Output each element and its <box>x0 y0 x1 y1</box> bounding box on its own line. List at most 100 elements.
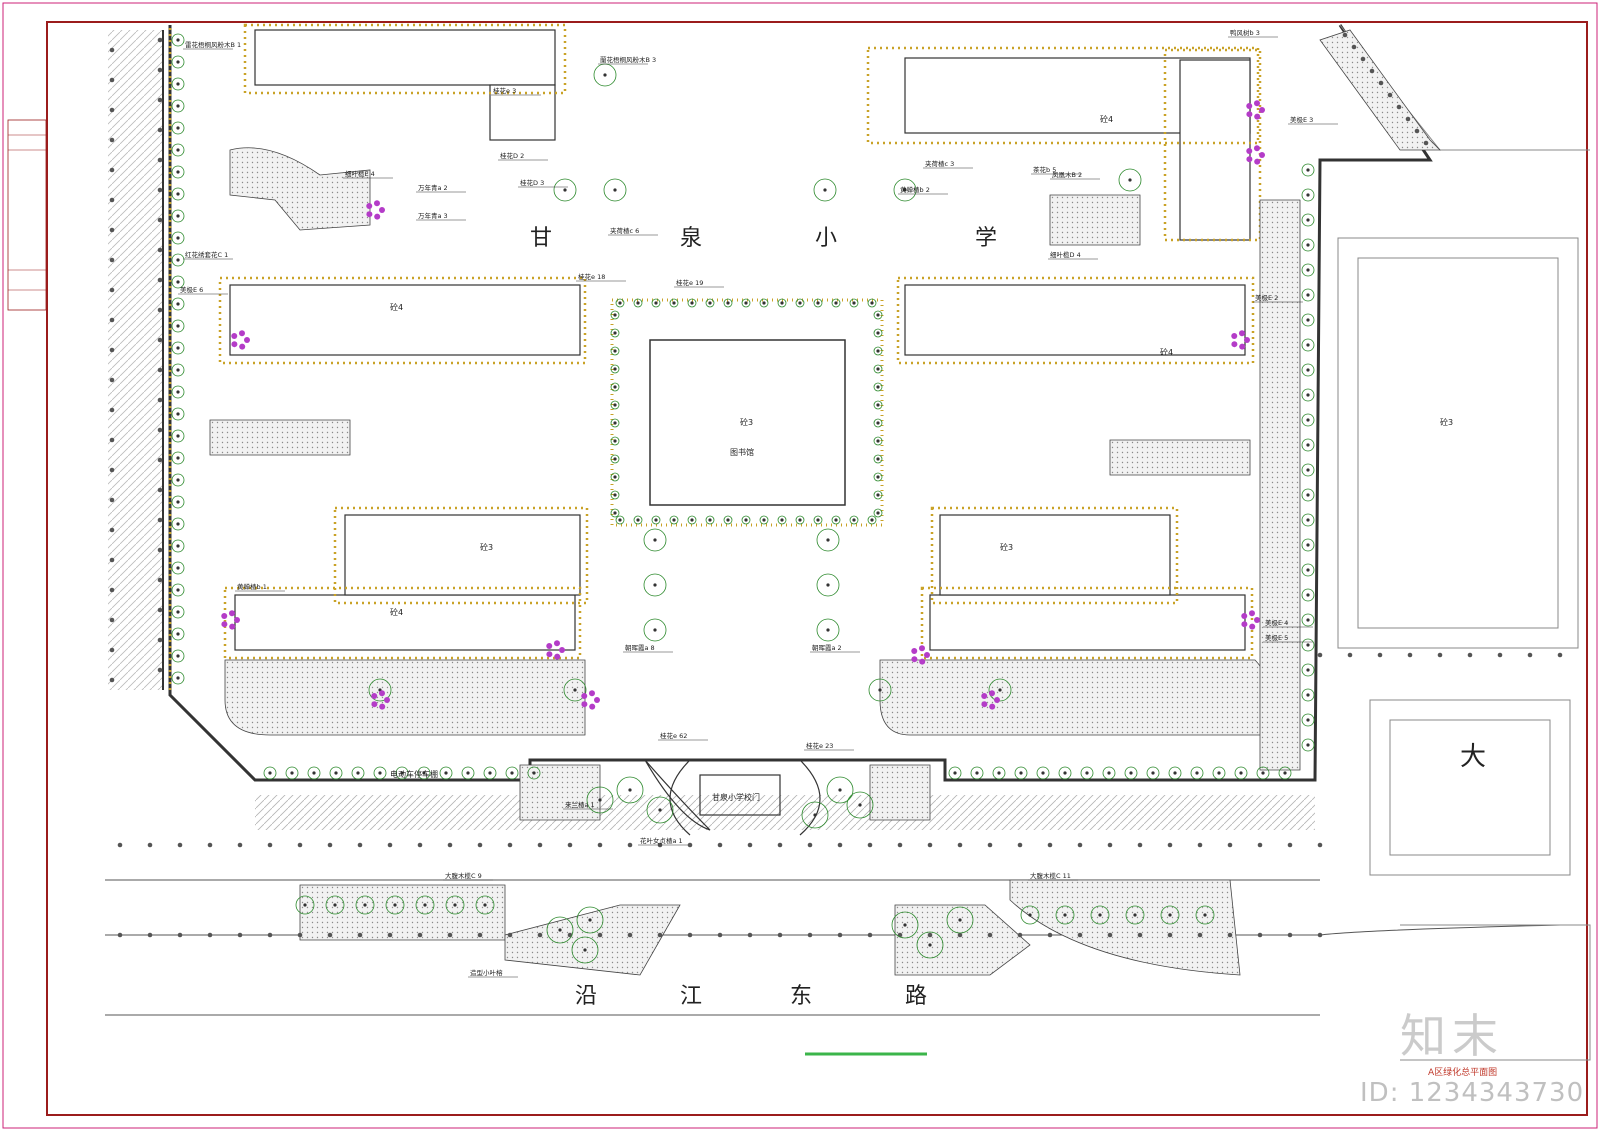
street-tree-dot <box>109 137 115 143</box>
tree-trunk-dot <box>176 38 180 42</box>
street-tree-dot <box>1137 932 1143 938</box>
tree-symbol <box>1278 766 1292 780</box>
flower-symbol <box>374 213 381 220</box>
plant-label: 朝晖霞a 2 <box>812 644 842 652</box>
tree-trunk-dot <box>176 302 180 306</box>
street-tree-dot <box>157 97 163 103</box>
flower-symbol <box>981 692 988 699</box>
street-tree-dot <box>1360 56 1366 62</box>
tree-symbol <box>846 791 874 819</box>
tree-trunk-dot <box>1028 913 1032 917</box>
tree-symbol <box>439 766 453 780</box>
plant-label: 美极E 6 <box>180 285 203 294</box>
flower-symbol <box>378 690 385 697</box>
tree-trunk-dot <box>958 918 962 922</box>
tree-symbol <box>1301 313 1315 327</box>
tree-symbol <box>171 297 185 311</box>
west-parking-strip <box>108 30 163 690</box>
school-char-1: 甘 <box>530 226 552 251</box>
tree-trunk-dot <box>618 518 622 522</box>
title-block-ticks <box>8 134 46 291</box>
tree-symbol <box>171 143 185 157</box>
tree-trunk-dot <box>1129 771 1133 775</box>
tree-symbol <box>1301 413 1315 427</box>
plant-label: 蘭花梧桐风粉木B 3 <box>600 55 656 64</box>
street-tree-dot <box>157 487 163 493</box>
tree-symbol <box>633 515 643 525</box>
tree-symbol <box>1190 766 1204 780</box>
tree-trunk-dot <box>176 610 180 614</box>
tree-symbol <box>669 298 679 308</box>
tree-symbol <box>873 346 883 356</box>
tree-symbol <box>1195 905 1215 925</box>
flower-symbol <box>924 652 930 658</box>
tree-trunk-dot <box>1151 771 1155 775</box>
tree-symbol <box>988 678 1012 702</box>
tree-trunk-dot <box>816 301 820 305</box>
street-tree-dot <box>1167 842 1173 848</box>
flower-symbol <box>1254 617 1260 623</box>
tree-symbol <box>603 178 627 202</box>
street-tree-dot <box>1167 932 1173 938</box>
street-tree-dot <box>157 427 163 433</box>
tree-trunk-dot <box>780 301 784 305</box>
library-outer-ring <box>610 298 884 527</box>
east-char: 大 <box>1460 742 1486 772</box>
street-tree-dot <box>837 932 843 938</box>
flower-symbol <box>239 343 246 350</box>
tree-trunk-dot <box>1306 243 1310 247</box>
tree-symbol <box>610 346 620 356</box>
tree-trunk-dot <box>613 511 617 515</box>
tree-symbol <box>295 895 315 915</box>
street-tree-dot <box>157 187 163 193</box>
street-tree-dot <box>267 932 273 938</box>
tree-symbol <box>1058 766 1072 780</box>
flower-symbol <box>911 656 918 663</box>
street-tree-dot <box>1137 842 1143 848</box>
street-tree-dot <box>1287 842 1293 848</box>
tree-symbol <box>643 528 667 552</box>
tree-symbol <box>553 178 577 202</box>
tree-trunk-dot <box>708 518 712 522</box>
tree-trunk-dot <box>400 771 404 775</box>
tree-symbol <box>171 495 185 509</box>
street-tree-dot <box>687 932 693 938</box>
block-label-3: 砼4 <box>390 607 403 617</box>
tree-symbol <box>610 436 620 446</box>
tree-trunk-dot <box>998 688 1002 692</box>
plant-label: 桂花e 62 <box>660 731 687 740</box>
road-char-4: 路 <box>905 984 927 1009</box>
street-tree-dot <box>507 932 513 938</box>
flower-symbol <box>1246 111 1253 118</box>
tree-symbol <box>1301 188 1315 202</box>
tree-symbol <box>171 121 185 135</box>
tree-trunk-dot <box>563 188 567 192</box>
tree-trunk-dot <box>176 192 180 196</box>
tree-symbol <box>610 418 620 428</box>
street-tree-dot <box>1378 80 1384 86</box>
plant-label: 万年青a 3 <box>418 211 448 220</box>
tree-symbol <box>873 508 883 518</box>
tree-trunk-dot <box>858 803 862 807</box>
tree-symbol <box>1301 713 1315 727</box>
street-tree-dot <box>1197 842 1203 848</box>
street-tree-dot <box>687 842 693 848</box>
tree-trunk-dot <box>816 518 820 522</box>
tree-symbol <box>831 515 841 525</box>
street-tree-dot <box>157 247 163 253</box>
school-char-3: 小 <box>815 226 837 251</box>
title-block-strip <box>7 119 47 311</box>
flower-symbol <box>1244 337 1250 343</box>
tree-trunk-dot <box>1306 643 1310 647</box>
tree-trunk-dot <box>176 170 180 174</box>
tree-symbol <box>759 515 769 525</box>
tree-symbol <box>351 766 365 780</box>
street-tree-dot <box>109 617 115 623</box>
tree-trunk-dot <box>613 385 617 389</box>
watermark-logo: 知末 <box>1400 1009 1504 1063</box>
tree-symbol <box>646 796 674 824</box>
flower-symbol <box>379 207 385 213</box>
street-tree-dot <box>1227 842 1233 848</box>
street-tree-dot <box>777 932 783 938</box>
